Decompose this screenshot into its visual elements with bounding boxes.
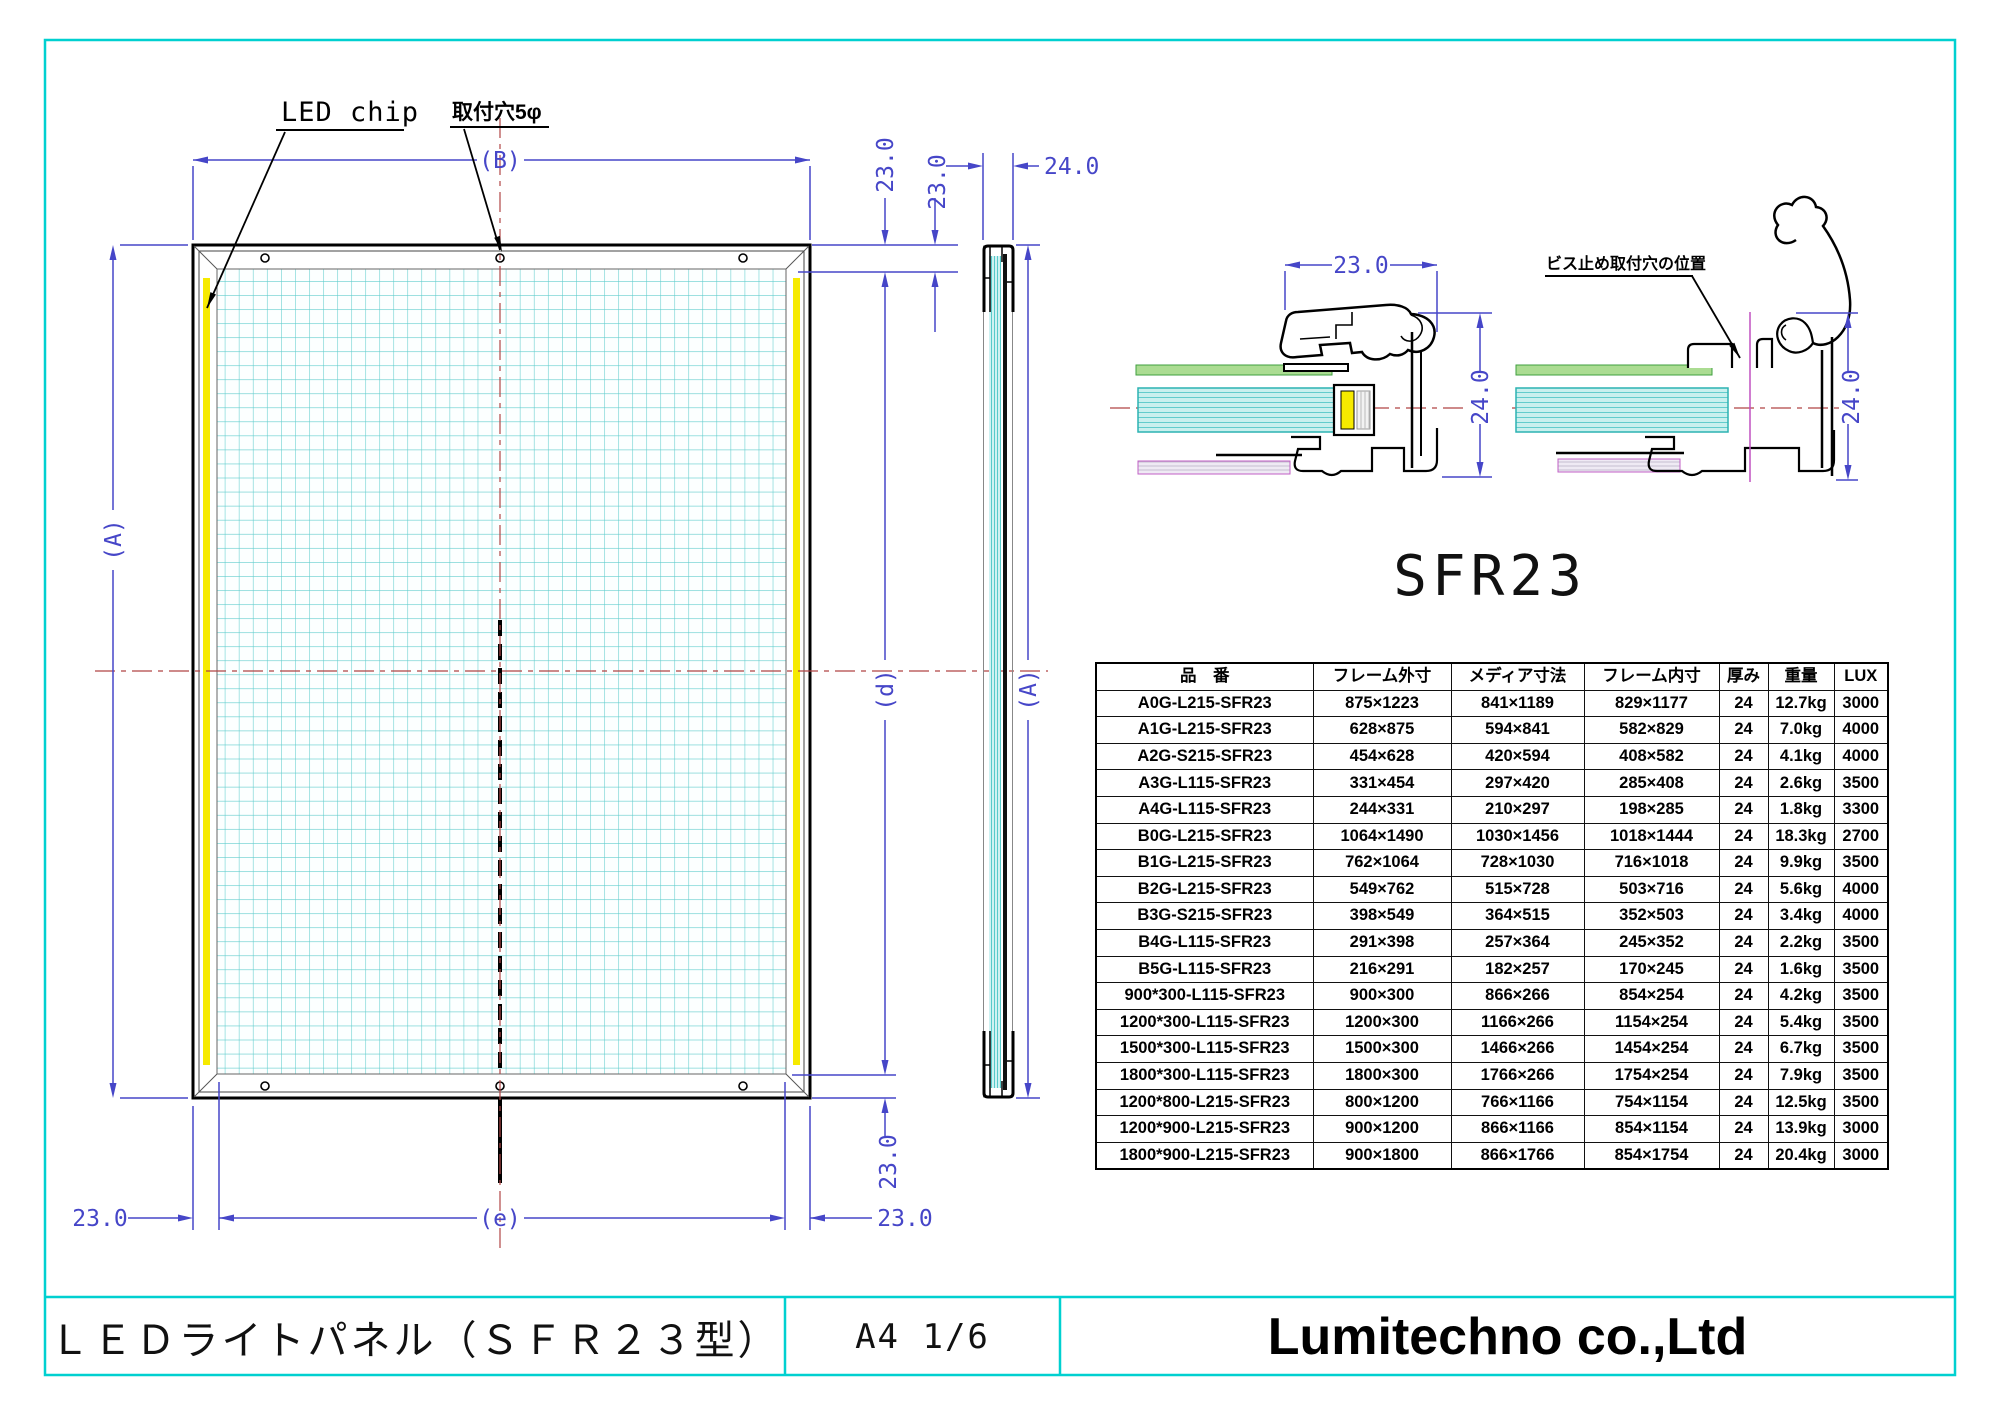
back-panel-edge xyxy=(1003,254,1007,1090)
col-frame-outer: フレーム外寸 xyxy=(1312,662,1452,691)
frame-back-profile xyxy=(1291,428,1439,477)
dim-label-section-thickness-open: 24.0 xyxy=(1839,369,1865,424)
col-part-number: 品 番 xyxy=(1095,662,1314,691)
dimension-arrows xyxy=(109,156,1852,1222)
led-chip-leader xyxy=(206,131,286,309)
corner-mitres xyxy=(193,245,810,1098)
col-lux: LUX xyxy=(1833,662,1889,691)
sheet-border xyxy=(43,38,1957,1377)
mounting-hole-label: 取付穴5φ xyxy=(452,100,542,124)
screw-channel xyxy=(1686,342,1734,368)
dim-label-side-height: (A) xyxy=(1016,669,1042,711)
spec-table-header: 品 番 フレーム外寸 メディア寸法 フレーム内寸 厚み 重量 LUX xyxy=(1095,662,1889,691)
reflector-sheet xyxy=(1137,460,1291,475)
dim-label-opening-height: (d) xyxy=(873,669,899,711)
screw-hole-label: ビス止め取付穴の位置 xyxy=(1546,254,1706,273)
light-guide-plate xyxy=(1137,387,1341,433)
mounting-holes xyxy=(260,253,748,1091)
col-media-size: メディア寸法 xyxy=(1450,662,1585,691)
dim-label-section-frame-width: 23.0 xyxy=(1333,253,1388,279)
dim-label-frame-left: 23.0 xyxy=(72,1206,127,1232)
bottom-profile-cap xyxy=(982,1031,1015,1099)
section-detail-closed xyxy=(1135,303,1439,477)
side-view xyxy=(982,244,1015,1099)
drawing-title: ＬＥＤライトパネル（ＳＦＲ２３型） xyxy=(49,1319,781,1363)
col-frame-inner: フレーム内寸 xyxy=(1583,662,1720,691)
col-thickness: 厚み xyxy=(1718,662,1769,691)
flip-open-arm xyxy=(1773,195,1852,346)
dim-label-section-thickness: 24.0 xyxy=(1468,369,1494,424)
dim-label-frame-right: 23.0 xyxy=(877,1206,932,1232)
col-weight: 重量 xyxy=(1767,662,1835,691)
annotations: LED chip 取付穴5φ ビス止め取付穴の位置 SFR23 xyxy=(206,97,1741,609)
frame-back-profile xyxy=(1645,430,1836,477)
frame-face-profile xyxy=(1279,303,1436,361)
dim-label-opening-width: (e) xyxy=(479,1206,521,1232)
led-chip-section xyxy=(1340,390,1355,430)
mounting-hole-leader xyxy=(463,128,501,251)
dim-label-frame-top: 23.0 xyxy=(873,137,899,192)
section-detail-open xyxy=(1515,195,1852,482)
dimensions xyxy=(112,153,1858,1230)
section-title: SFR23 xyxy=(1393,544,1587,609)
dim-label-outer-width: (B) xyxy=(479,148,521,174)
sheet-number: A4 1/6 xyxy=(855,1317,990,1357)
led-strip-right xyxy=(793,278,800,1065)
front-view xyxy=(191,243,812,1183)
light-guide-plate xyxy=(1515,387,1729,433)
dim-label-thickness-top: 24.0 xyxy=(1044,154,1099,180)
media-sheet xyxy=(1515,364,1713,376)
spec-table: 品 番 フレーム外寸 メディア寸法 フレーム内寸 厚み 重量 LUX A0G-L… xyxy=(1095,662,1889,1171)
dim-label-frame-bottom: 23.0 xyxy=(876,1134,902,1189)
dim-label-outer-height: (A) xyxy=(101,519,127,561)
led-chip-label: LED chip xyxy=(281,97,419,128)
dim-label-side-frame-top: 23.0 xyxy=(925,154,951,209)
company-name: Lumitechno co.,Ltd xyxy=(1267,1308,1748,1366)
hinge-knob xyxy=(1776,317,1815,354)
top-profile-cap xyxy=(982,244,1015,312)
